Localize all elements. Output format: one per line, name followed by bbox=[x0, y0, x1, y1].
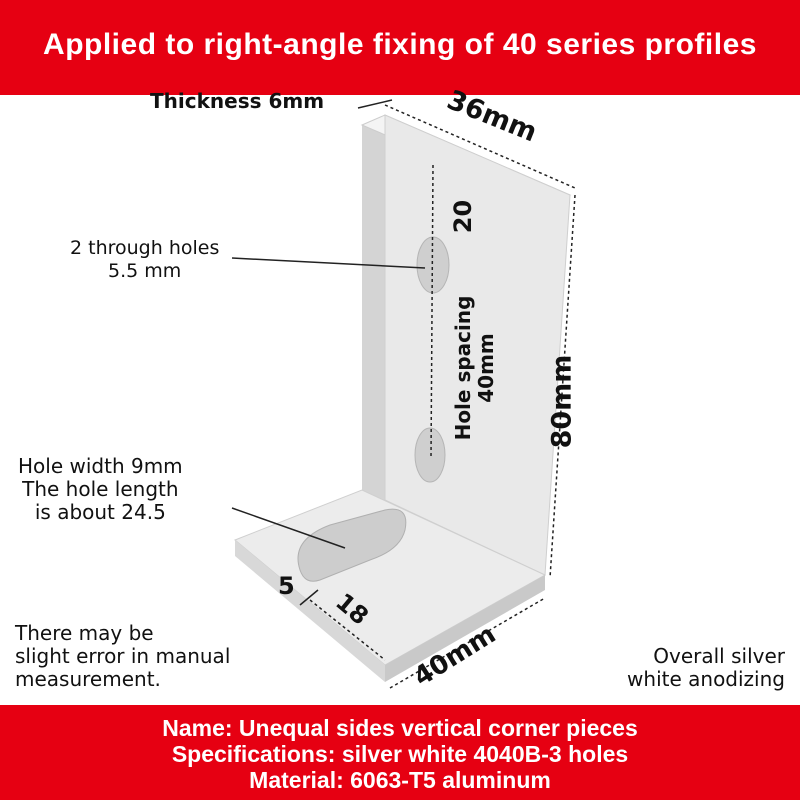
hole-spacing-text-1: Hole spacing bbox=[451, 295, 475, 441]
hole-offset-label: 20 bbox=[449, 199, 478, 234]
note-text-1: There may be bbox=[15, 621, 154, 645]
thickness-pointer bbox=[357, 99, 393, 109]
slot-text-3: is about 24.5 bbox=[34, 500, 166, 524]
note-text-2: slight error in manual bbox=[15, 644, 231, 668]
thickness-label: Thickness 6mm bbox=[150, 89, 325, 113]
finish-note: Overall silver white anodizing bbox=[627, 645, 785, 691]
through-hole-upper bbox=[416, 236, 450, 294]
dim-line-36 bbox=[384, 104, 576, 189]
hole-spacing-text-2: 40mm bbox=[474, 333, 498, 403]
through-holes-text-2: 5.5 mm bbox=[108, 260, 182, 282]
hole-spacing-label: Hole spacing 40mm bbox=[451, 278, 498, 458]
through-hole-lower bbox=[414, 427, 446, 483]
slot-pointer bbox=[231, 507, 346, 549]
header-title: Applied to right-angle fixing of 40 seri… bbox=[43, 28, 757, 61]
through-holes-label: 2 through holes 5.5 mm bbox=[70, 237, 219, 283]
slot-label: Hole width 9mm The hole length is about … bbox=[18, 455, 183, 524]
footer-banner: Name: Unequal sides vertical corner piec… bbox=[0, 705, 800, 800]
base-edge-right bbox=[385, 575, 545, 682]
height-label: 80mm bbox=[546, 354, 578, 449]
through-holes-text-1: 2 through holes bbox=[70, 237, 220, 259]
finish-text-1: Overall silver bbox=[653, 644, 785, 668]
product-name: Name: Unequal sides vertical corner piec… bbox=[162, 715, 638, 741]
plate-side bbox=[362, 115, 385, 510]
dim-line-80 bbox=[549, 194, 576, 579]
base-edge-left bbox=[235, 540, 385, 682]
note-text-3: measurement. bbox=[15, 667, 161, 691]
through-hole-pointer bbox=[231, 257, 426, 269]
product-spec: Specifications: silver white 4040B-3 hol… bbox=[171, 741, 629, 767]
finish-text-2: white anodizing bbox=[627, 667, 785, 691]
slot-edge-label: 5 bbox=[278, 572, 295, 600]
measurement-note: There may be slight error in manual meas… bbox=[15, 622, 230, 691]
slot-text-2: The hole length bbox=[22, 477, 179, 501]
slot-text-1: Hole width 9mm bbox=[18, 454, 183, 478]
dim-line-18 bbox=[309, 599, 386, 661]
dim-line-5 bbox=[299, 589, 319, 606]
product-material: Material: 6063-T5 aluminum bbox=[249, 767, 551, 793]
dim-line-hole-spacing bbox=[430, 164, 434, 459]
header-banner: Applied to right-angle fixing of 40 seri… bbox=[0, 0, 800, 95]
